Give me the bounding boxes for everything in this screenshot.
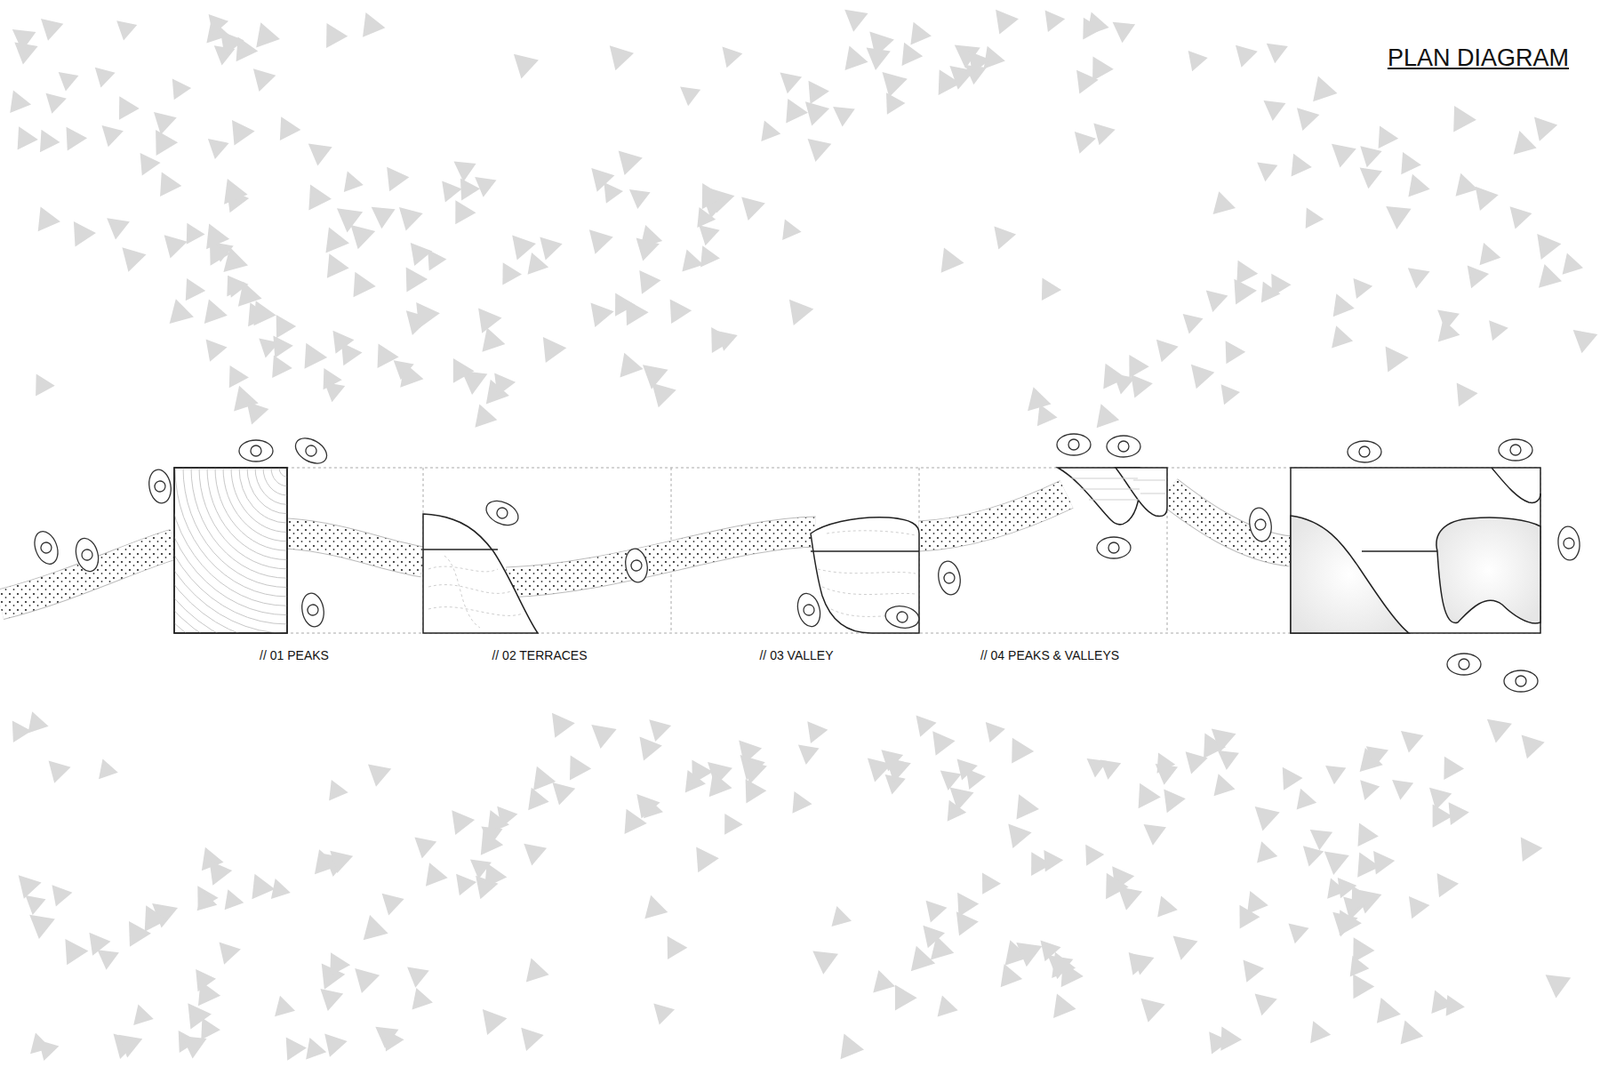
viewpoint-markers [30,432,1581,692]
segment-label: // 03 VALLEY [759,648,833,663]
peaks-valleys-shape [1057,467,1168,525]
final-box [1290,467,1541,633]
segment-frame [174,467,1541,633]
segment-label: // 04 PEAKS & VALLEYS [980,648,1120,663]
diagram-title: PLAN DIAGRAM [1387,44,1569,72]
segment-label: // 02 TERRACES [491,648,587,663]
triangle-pattern [8,3,1600,1064]
peaks-box [111,467,288,671]
terraces-shape [423,507,538,633]
segment-label: // 01 PEAKS [259,648,329,663]
